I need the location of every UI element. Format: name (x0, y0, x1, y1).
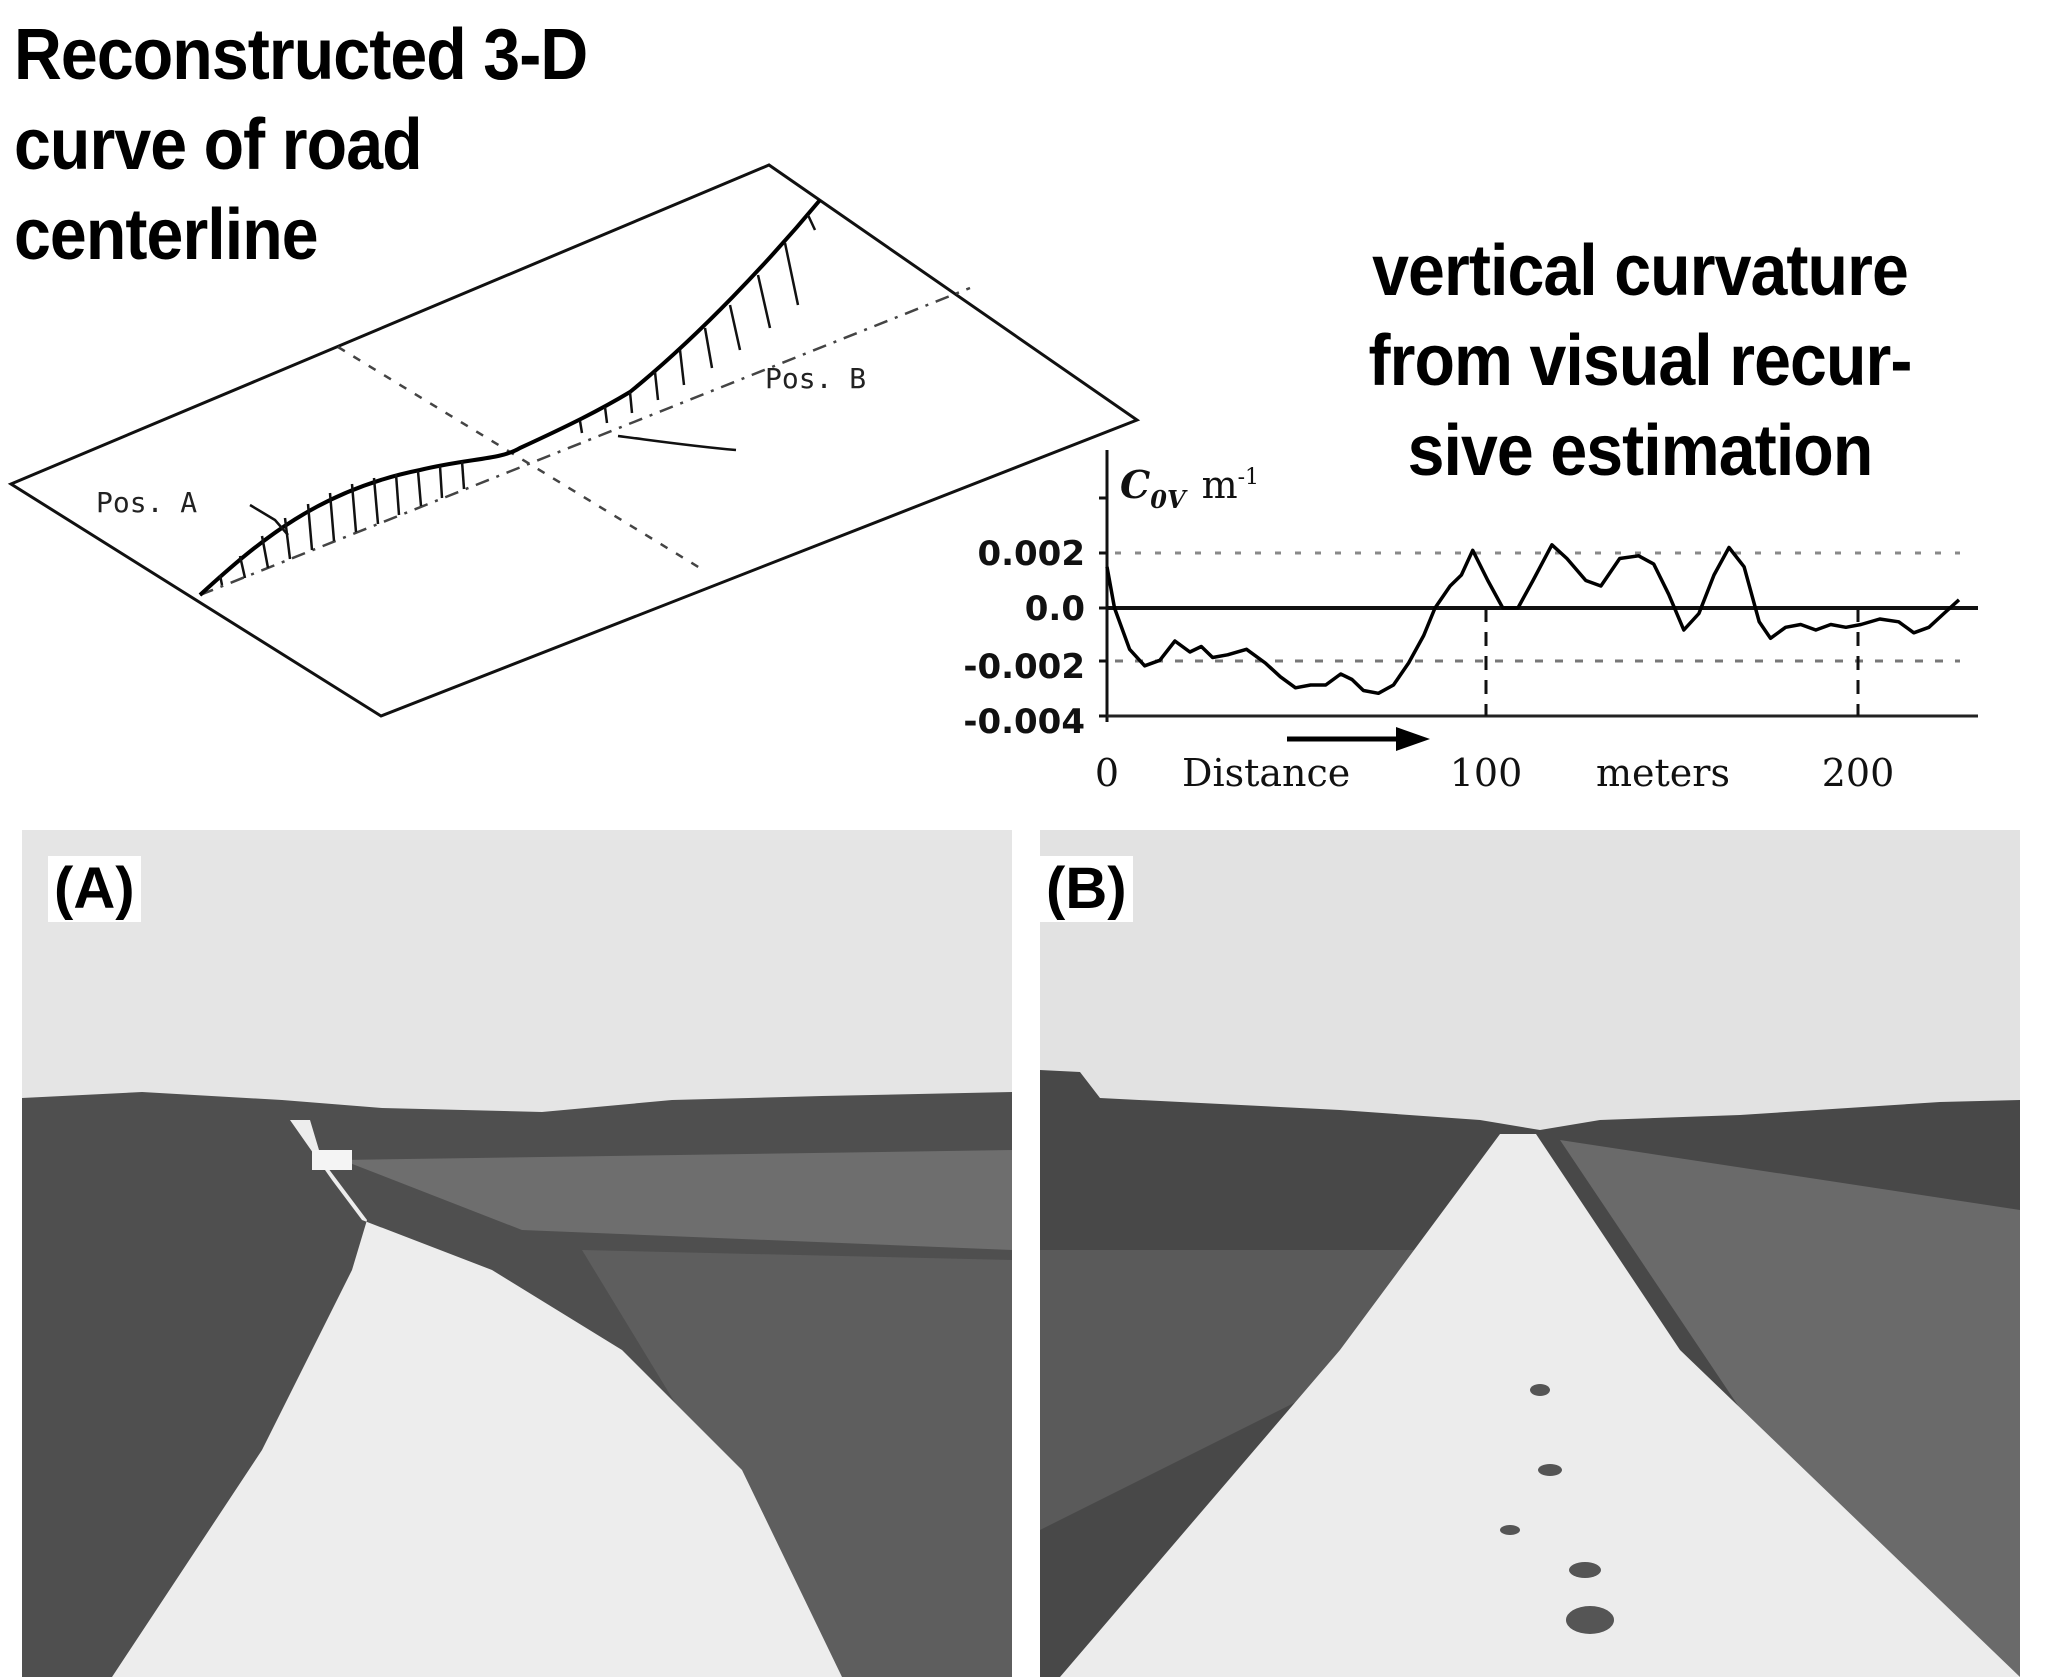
pos-b-leader (617, 434, 737, 452)
title-line-3: sive estimation (1407, 411, 1874, 491)
title-line-3: centerline (14, 195, 319, 275)
curvature-line (1105, 543, 1961, 696)
chart-title: vertical curvature from visual recur- si… (1290, 226, 1989, 496)
photo-a-label: (A) (48, 856, 141, 922)
x-tick-label: 200 (1822, 751, 1895, 795)
photo-b-scene (1040, 830, 2020, 1677)
title-line-1: Reconstructed 3-D (14, 15, 588, 95)
pos-a-leader (249, 503, 289, 536)
x-axis-label: Distance (1182, 751, 1350, 795)
x-tick-label: 100 (1450, 751, 1523, 795)
title-line-2: curve of road (14, 105, 423, 185)
pos-b-label: Pos. B (765, 362, 866, 395)
ground-plane (7, 163, 1141, 718)
road-3d-diagram: Pos. A Pos. B (7, 163, 1141, 718)
y-tick-label: 0.0 (1025, 589, 1085, 629)
title-line-2: from visual recur- (1368, 321, 1912, 401)
reference-centerline (199, 286, 971, 597)
x-unit-label: meters (1596, 751, 1730, 795)
road-photo-b: (B) (1040, 830, 2020, 1677)
y-tick-label: -0.002 (963, 647, 1085, 687)
y-tick-label: -0.004 (963, 702, 1085, 742)
photo-a-scene (22, 830, 1012, 1677)
curve-hatching (218, 214, 817, 586)
pos-a-label: Pos. A (96, 486, 197, 519)
road-photo-a: (A) (22, 830, 1012, 1677)
road-curve (198, 198, 822, 597)
photo-b-label: (B) (1040, 856, 1133, 922)
title-line-1: vertical curvature (1372, 231, 1909, 311)
x-tick-label: 0 (1095, 751, 1119, 795)
road-patches (1500, 1384, 1614, 1634)
distance-arrow-icon (1287, 727, 1430, 751)
y-axis-ticks (1099, 496, 1107, 718)
y-tick-label: 0.002 (977, 534, 1085, 574)
diagram-title: Reconstructed 3-D curve of road centerli… (14, 10, 588, 280)
